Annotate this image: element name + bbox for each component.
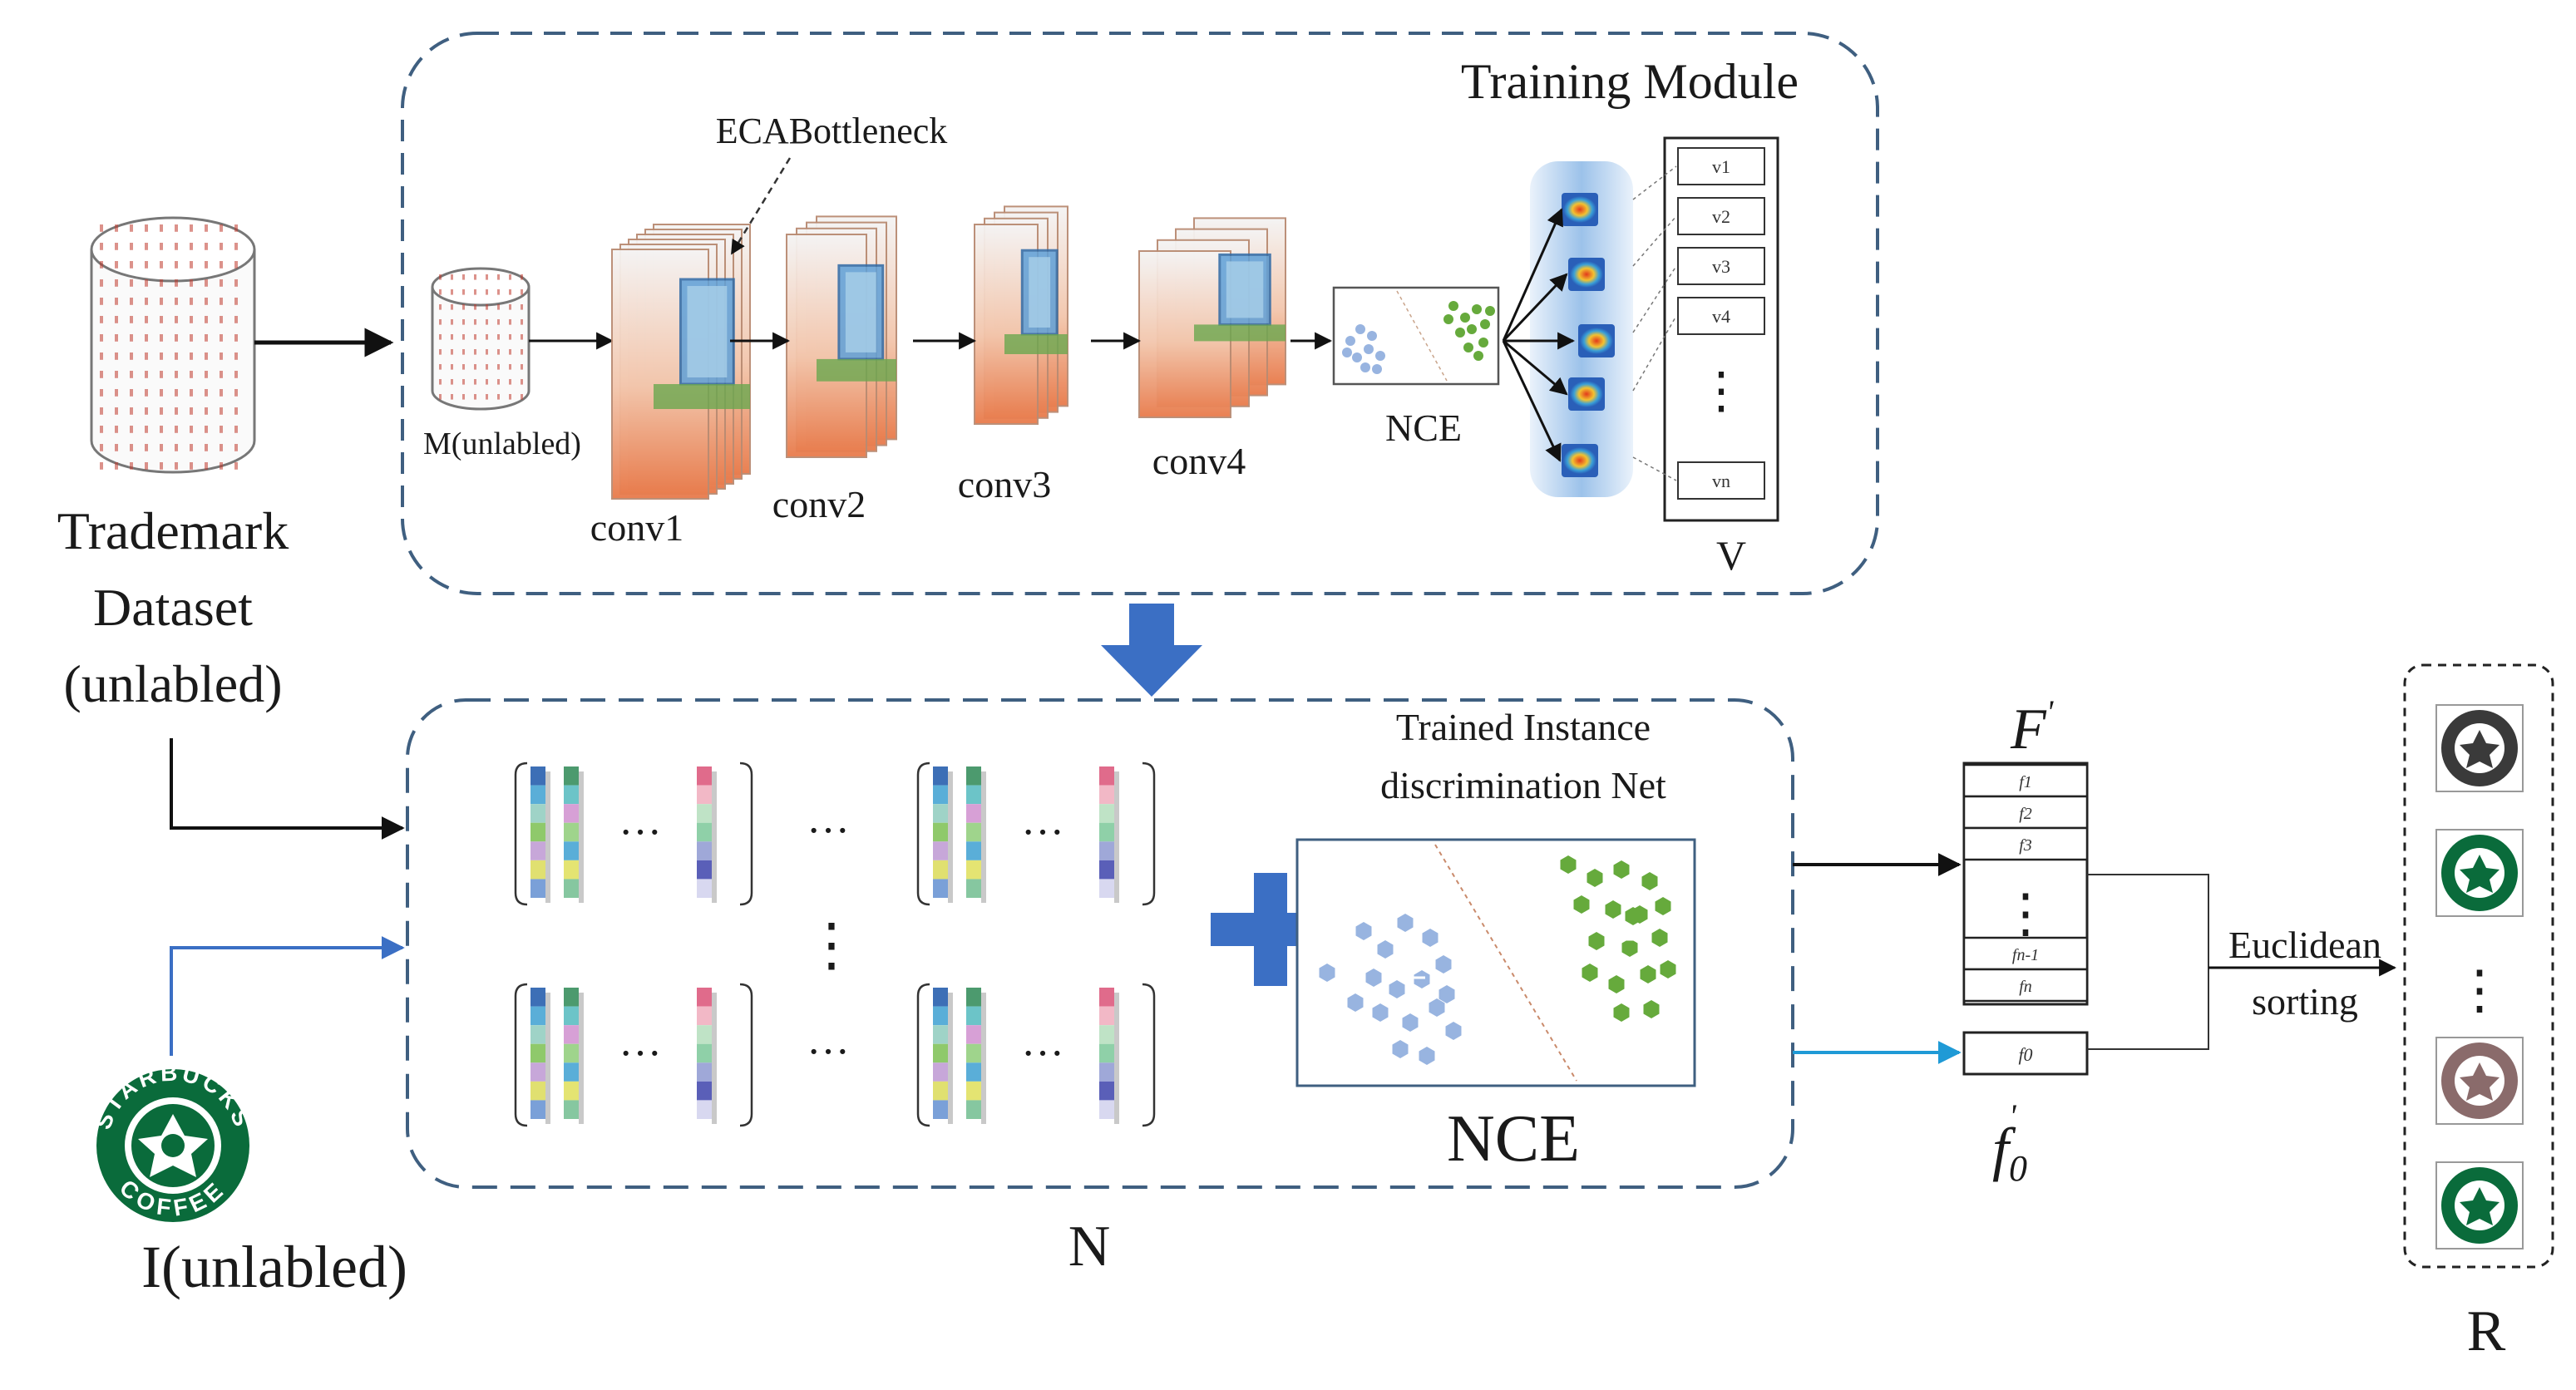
m-label: M(unlabled) (423, 426, 581, 461)
query-label: I(unlabled) (141, 1234, 407, 1300)
result-logos (2435, 704, 2524, 1250)
query-feature: f0 (1962, 1031, 2089, 1076)
memory-bank: v1 v2 v3 v4 vn ⋮ (1632, 136, 1779, 522)
query-feature-cell: f0 (2018, 1044, 2032, 1065)
conv4-label: conv4 (1152, 440, 1246, 482)
sorting-bracket (2087, 874, 2209, 1050)
fan-arrows (1502, 208, 1576, 462)
dots-between-top: ··· (807, 807, 850, 855)
result-dots: ⋮ (2453, 960, 2506, 1019)
feature-list: f1 f2 f3 fn-1 fn ⋮ (1962, 762, 2089, 1006)
column-dots: ··· (1021, 1030, 1064, 1077)
dataset-cylinder (90, 216, 256, 474)
dataset-label-line2: Dataset (93, 578, 253, 637)
m-cylinder (431, 267, 530, 411)
memory-cell-v4: v4 (1712, 306, 1730, 327)
dataset-label: Trademark Dataset (unlabled) (57, 501, 289, 713)
dataset-label-line1: Trademark (57, 501, 289, 560)
feature-list-dots: ⋮ (1999, 884, 2052, 943)
plus-sign (1211, 873, 1330, 986)
conv-blocks (611, 205, 1286, 500)
nce-big (1295, 838, 1696, 1087)
trained-net-label-line2: discrimination Net (1380, 764, 1666, 806)
dots-vertical-groups: ⋮ (802, 914, 861, 978)
arrow-dataset-to-retrieval (170, 738, 405, 840)
arrow-query-to-retrieval (170, 936, 405, 1056)
nce-small-label: NCE (1385, 407, 1462, 449)
training-module-title: Training Module (1461, 54, 1799, 109)
memory-cell-vn: vn (1712, 471, 1730, 491)
memory-cell-v3: v3 (1712, 256, 1730, 277)
conv3-label: conv3 (958, 463, 1051, 505)
column-dots: ··· (619, 1030, 662, 1077)
sorting-label-line1: Euclidean (2228, 924, 2381, 966)
f-label: F' (2010, 693, 2055, 762)
memory-dots: ⋮ (1696, 363, 1746, 418)
feature-cell-f3: f3 (2019, 836, 2032, 855)
feature-cell-f2: f2 (2019, 805, 2032, 823)
feature-cell-fn-1: fn-1 (2012, 946, 2039, 964)
feature-cell-fn: fn (2019, 978, 2032, 996)
result-box (2403, 663, 2554, 1269)
conv2-label: conv2 (772, 483, 866, 525)
heatmap-band (1530, 161, 1633, 497)
feature-groups: ··· ··· ··· ··· (514, 762, 1156, 1127)
feature-cell-f1: f1 (2019, 773, 2032, 791)
dataset-label-line3: (unlabled) (64, 654, 283, 713)
sorting-label-line2: sorting (2252, 980, 2358, 1023)
result-label: R (2467, 1299, 2506, 1363)
query-logo: STARBUCKS COFFEE (90, 1060, 253, 1222)
memory-label: V (1716, 532, 1746, 579)
column-dots: ··· (619, 809, 662, 856)
memory-cell-v2: v2 (1712, 206, 1730, 227)
eca-label: ECABottleneck (716, 111, 948, 151)
f0-label: f0' (1992, 1097, 2027, 1189)
nce-big-label: NCE (1447, 1102, 1580, 1176)
training-module-box (401, 32, 1879, 595)
trained-net-label-line1: Trained Instance (1396, 706, 1651, 748)
column-dots: ··· (1021, 809, 1064, 856)
memory-cell-v1: v1 (1712, 156, 1730, 177)
dots-between-bottom: ··· (807, 1028, 850, 1076)
eca-pointer (730, 157, 792, 255)
conv1-label: conv1 (590, 506, 683, 549)
retrieval-box (406, 698, 1794, 1189)
n-label: N (1068, 1215, 1111, 1279)
nce-small (1332, 286, 1500, 386)
down-arrow (1101, 604, 1202, 697)
